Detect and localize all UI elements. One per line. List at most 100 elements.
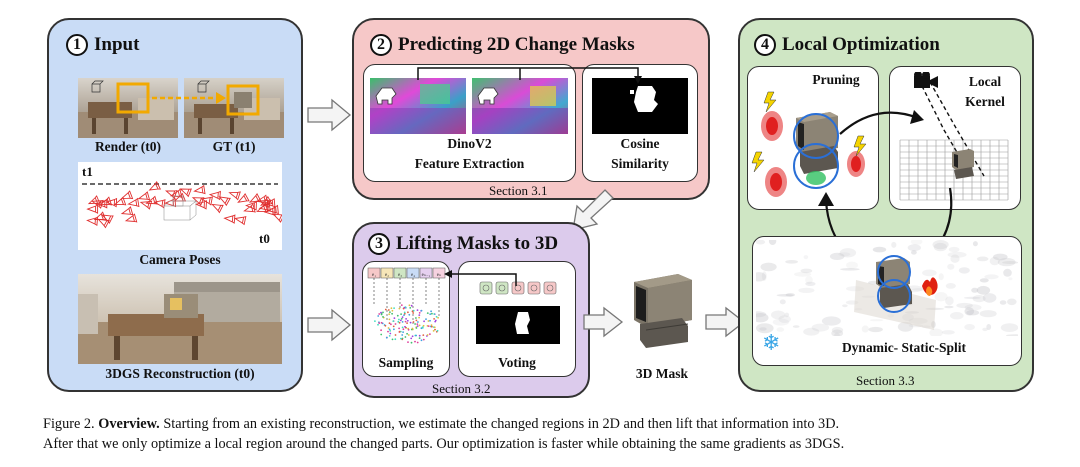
sample-point (418, 337, 421, 339)
sample-point (401, 334, 404, 336)
sample-token-label: eₙ (437, 273, 441, 278)
sample-point (407, 311, 409, 314)
sampling-label: Sampling (378, 355, 434, 370)
gaussian-splat (984, 274, 999, 280)
gaussian-splat (941, 330, 955, 335)
sample-point (414, 323, 416, 325)
predict-section-label: Section 3.1 (489, 183, 548, 198)
sample-point (416, 325, 419, 327)
split-label: Dynamic- Static-Split (841, 340, 967, 355)
gaussian-splat (938, 273, 944, 281)
sample-point (406, 322, 408, 324)
gaussian-splat (831, 326, 844, 334)
gaussian-splat (989, 256, 1000, 266)
vote-view-lens (514, 284, 522, 292)
sample-point (403, 312, 406, 315)
arrow-lifting-to-mask (583, 306, 624, 338)
sample-token-label: e₄ (411, 273, 415, 278)
sample-point (408, 304, 411, 307)
pruning-to-kernel-arrow (839, 110, 924, 135)
camera-frustum (208, 190, 221, 201)
kernel-label-2: Kernel (965, 94, 1005, 109)
gaussian-splat (756, 272, 767, 282)
sample-point (380, 311, 382, 314)
sample-point (401, 338, 404, 341)
sample-point (408, 313, 411, 316)
gaussian-splat (910, 240, 923, 245)
gaussian-splat (803, 255, 809, 260)
sample-point (404, 320, 407, 323)
sample-point (411, 327, 414, 330)
camera-frustum (105, 197, 118, 208)
sample-point (398, 318, 400, 321)
sample-token-label: e₃ (398, 273, 402, 278)
camera-frustum (124, 213, 138, 223)
step-number-3: 3 (368, 233, 390, 255)
sample-point (389, 332, 392, 335)
gt-image (184, 78, 284, 138)
camera-frustum (218, 196, 231, 207)
camera-frustum (200, 196, 213, 206)
gaussian-splat (958, 267, 970, 274)
gaussian-splat (950, 312, 964, 320)
sample-point (392, 325, 395, 328)
sample-point (401, 316, 404, 318)
sample-point (404, 336, 407, 338)
vote-view-lens (498, 284, 506, 292)
arrow-input-to-lifting (307, 308, 352, 342)
local-title: Local Optimization (782, 34, 940, 55)
vote-view (479, 281, 493, 295)
sample-point (388, 318, 391, 321)
sample-point (418, 314, 421, 316)
dino-label-1: DinoV2 (447, 136, 492, 151)
sample-point (387, 330, 389, 333)
sample-point (400, 317, 403, 320)
gaussian-splat (971, 287, 979, 293)
sample-point (403, 314, 405, 316)
local-header: 4 Local Optimization (754, 34, 940, 56)
gaussian-splat (870, 319, 884, 322)
gaussian-splat (759, 327, 767, 331)
sample-point (400, 337, 402, 340)
camera-frustum (233, 216, 247, 226)
gaussian-splat (976, 256, 989, 262)
gaussian-splat (964, 304, 982, 311)
gaussian-splat (911, 250, 917, 255)
gaussian-splat (772, 318, 790, 326)
camera-frustum (139, 200, 153, 210)
sample-point (426, 312, 429, 314)
sample-point (430, 310, 432, 313)
sample-point (384, 324, 387, 327)
sample-point (405, 326, 407, 329)
voting-to-sampling-arrow (444, 270, 517, 286)
sample-point (433, 326, 436, 329)
voting-figure (476, 281, 560, 344)
camera-frustum (120, 206, 134, 216)
sample-point (391, 338, 394, 341)
gaussian-splat (784, 312, 790, 318)
gaussian-splat (945, 296, 954, 306)
sample-point (380, 329, 382, 332)
split-figure (756, 240, 1018, 336)
gaussian-splat (1000, 323, 1018, 332)
gaussian-splat (956, 302, 973, 309)
dino-feature-map-1 (370, 78, 466, 134)
step-number-4: 4 (754, 34, 776, 56)
sample-point (423, 320, 425, 323)
sample-point (388, 335, 391, 337)
gaussian-splat (768, 240, 777, 245)
sample-point (417, 321, 419, 323)
sample-point (411, 335, 414, 338)
sample-point (434, 328, 436, 331)
sample-point (415, 317, 417, 319)
sample-point (391, 312, 393, 315)
sample-point (380, 313, 383, 316)
sample-point (398, 327, 400, 330)
lifting-header: 3 Lifting Masks to 3D (368, 233, 558, 255)
snowflake-icon: ❄ (762, 330, 781, 355)
camera-frustum (245, 201, 257, 211)
sample-point (429, 313, 432, 315)
gaussian-splat (778, 315, 791, 323)
camera-frustum (260, 195, 273, 206)
